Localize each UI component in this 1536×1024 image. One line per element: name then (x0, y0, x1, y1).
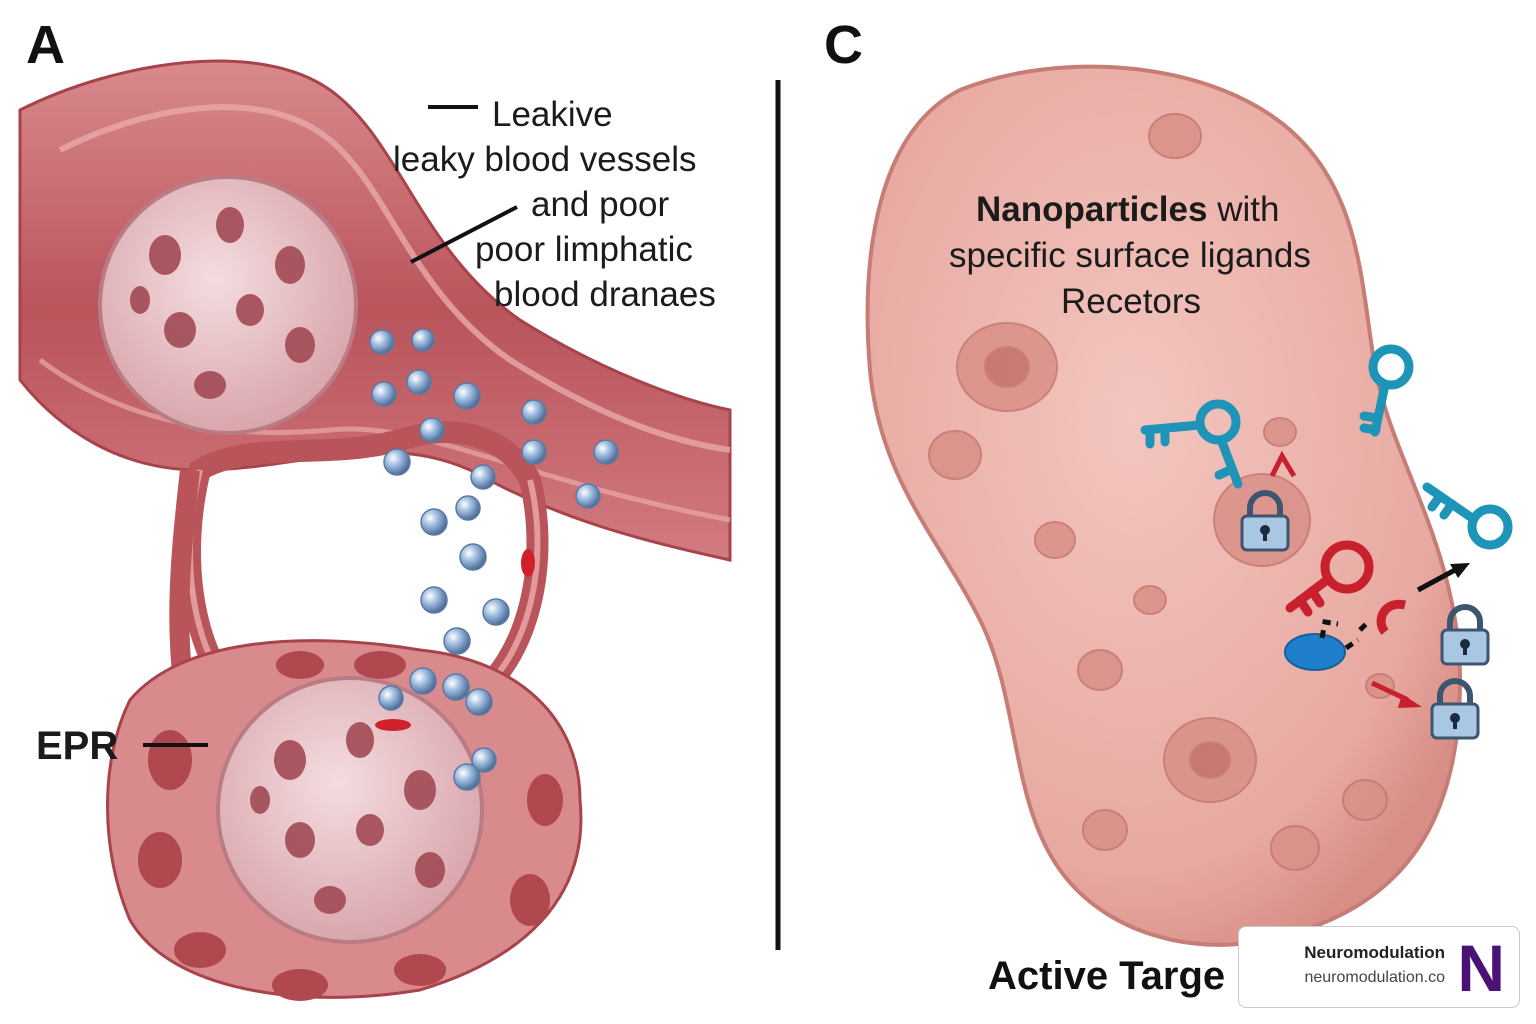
nanoparticle-blue (1284, 633, 1346, 671)
target-cell (865, 64, 1463, 947)
tumor-lower (216, 676, 484, 944)
leader-line-vessels (410, 205, 518, 264)
red-blood-cell (375, 719, 411, 731)
nanoparticles (369, 328, 619, 791)
watermark-badge: Neuromodulation neuromodulation.co N (1238, 926, 1520, 1008)
label-epr: EPR (36, 724, 119, 768)
label-leaky-vessels: leaky blood vessels (393, 140, 697, 179)
panel-letter-c: C (824, 15, 863, 75)
panel-a-illustration (18, 59, 732, 1001)
tissue-cells (138, 651, 563, 1001)
padlock-receptor (1440, 604, 1490, 666)
label-blood-dranaes: blood dranaes (494, 275, 716, 314)
label-surface-ligands: specific surface ligands (949, 236, 1311, 275)
ligand-key-blue (1140, 399, 1243, 489)
binding-dashes (1319, 619, 1370, 651)
label-receptors: Recetors (1061, 282, 1202, 321)
label-nanoparticles-bold: Nanoparticles (976, 190, 1208, 229)
label-and-poor: and poor (531, 185, 670, 224)
label-active-targeting: Active Targe (988, 954, 1226, 998)
arrow-black (1416, 563, 1470, 593)
watermark-url: neuromodulation.co (1304, 969, 1445, 986)
receptor-mark-red (1269, 450, 1297, 478)
label-nanoparticles-rest: with (1207, 190, 1280, 229)
tumor-upper (98, 175, 358, 435)
panel-letter-a: A (26, 15, 65, 75)
panel-c-illustration (865, 64, 1513, 947)
ligand-key-blue (1359, 344, 1414, 437)
red-blood-cell (521, 549, 535, 577)
vessel-inner-wall-2 (38, 357, 731, 523)
padlock-receptor (1240, 490, 1290, 552)
arrow-red (1370, 680, 1422, 708)
watermark-logo-icon: N (1457, 931, 1505, 1005)
label-nanoparticles-title: Nanoparticles with (976, 187, 1279, 232)
padlock-receptor (1430, 678, 1480, 740)
ligand-key-red (1285, 540, 1374, 617)
watermark-name: Neuromodulation (1304, 943, 1445, 962)
ligand-key-red-partial (1376, 599, 1407, 635)
label-poor-limphatic: poor limphatic (475, 230, 693, 269)
label-leakive: Leakive (492, 95, 613, 134)
ligand-key-blue (1422, 482, 1513, 550)
vessel-inner-wall (58, 104, 731, 453)
